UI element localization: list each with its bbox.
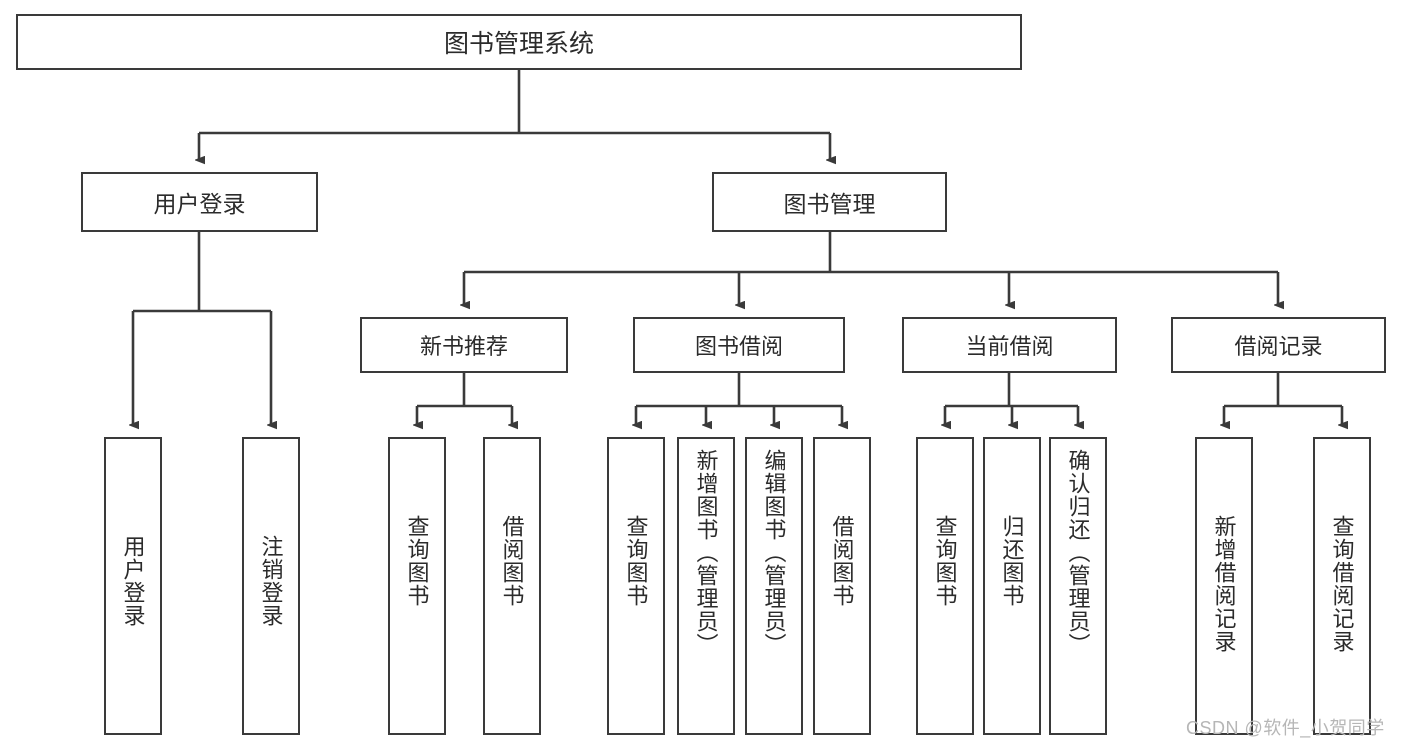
leaf-user-login-login[interactable]: 用户登录 [104,437,162,735]
node-label: 当前借阅 [965,334,1054,359]
node-label: 图书管理系统 [443,30,594,58]
leaf-current-confirm-return-admin[interactable]: 确认归还（管理员） [1049,437,1107,735]
node-label: 用户登录 [153,191,246,217]
leaf-label: 借阅图书 [829,515,855,607]
leaf-label: 查询图书 [623,515,649,607]
node-new-book-recommend[interactable]: 新书推荐 [360,317,568,373]
leaf-label: 借阅图书 [499,515,525,607]
leaf-current-return-book[interactable]: 归还图书 [983,437,1041,735]
leaf-label: 查询图书 [404,515,430,607]
leaf-borrow-edit-book-admin[interactable]: 编辑图书（管理员） [745,437,803,735]
leaf-current-query-book[interactable]: 查询图书 [916,437,974,735]
leaf-label: 查询借阅记录 [1329,515,1355,653]
node-user-login[interactable]: 用户登录 [81,172,318,232]
leaf-user-login-logout[interactable]: 注销登录 [242,437,300,735]
leaf-borrow-query-book[interactable]: 查询图书 [607,437,665,735]
leaf-label: 查询图书 [932,515,958,607]
leaf-label: 归还图书 [999,515,1025,607]
watermark-text: CSDN @软件_小贺同学 [1186,718,1385,738]
leaf-label: 注销登录 [258,535,284,627]
node-borrow-record[interactable]: 借阅记录 [1171,317,1386,373]
node-label: 图书管理 [783,191,876,217]
leaf-record-query-record[interactable]: 查询借阅记录 [1313,437,1371,735]
leaf-label: 新增图书（管理员） [693,449,719,656]
node-label: 借阅记录 [1234,334,1323,359]
node-book-management[interactable]: 图书管理 [712,172,947,232]
leaf-borrow-add-book-admin[interactable]: 新增图书（管理员） [677,437,735,735]
leaf-label: 用户登录 [120,535,146,627]
leaf-label: 新增借阅记录 [1211,515,1237,653]
leaf-label: 确认归还（管理员） [1065,449,1091,656]
leaf-label: 编辑图书（管理员） [761,449,787,656]
node-label: 新书推荐 [419,334,508,359]
leaf-borrow-borrow-book[interactable]: 借阅图书 [813,437,871,735]
leaf-record-add-record[interactable]: 新增借阅记录 [1195,437,1253,735]
node-book-borrow[interactable]: 图书借阅 [633,317,845,373]
node-current-borrow[interactable]: 当前借阅 [902,317,1117,373]
leaf-new-book-borrow[interactable]: 借阅图书 [483,437,541,735]
leaf-new-book-query[interactable]: 查询图书 [388,437,446,735]
node-root-system[interactable]: 图书管理系统 [16,14,1022,70]
node-label: 图书借阅 [694,334,783,359]
